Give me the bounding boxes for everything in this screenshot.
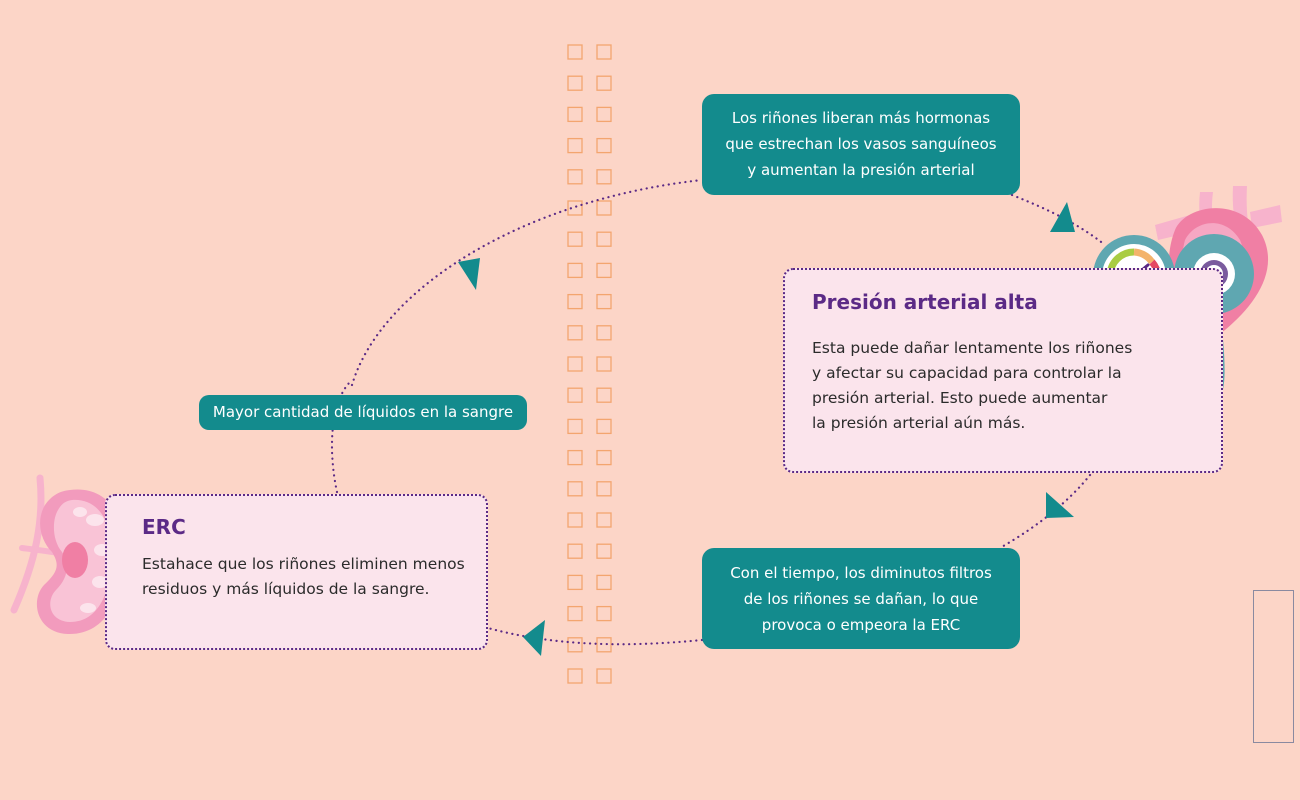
node-text-line: de los riñones se dañan, lo que xyxy=(743,590,979,608)
decorative-square xyxy=(567,449,583,466)
connector-fluids-to-hormones xyxy=(350,178,704,387)
decorative-square xyxy=(567,512,583,528)
decorative-square xyxy=(567,325,583,341)
decorative-square-grid xyxy=(567,44,612,684)
decorative-square xyxy=(567,356,583,372)
decorative-square xyxy=(596,637,612,653)
decorative-square xyxy=(596,356,612,372)
decorative-square xyxy=(567,418,583,435)
decorative-square xyxy=(567,169,583,185)
node-text-line: y afectar su capacidad para controlar la xyxy=(812,364,1122,382)
connector-pressure-to-filters xyxy=(998,473,1092,550)
decorative-square xyxy=(596,169,612,185)
decorative-square xyxy=(567,262,583,279)
node-text-line: residuos y más líquidos de la sangre. xyxy=(142,580,430,598)
decorative-square xyxy=(567,137,583,154)
node-text-line: presión arterial. Esto puede aumentar xyxy=(812,389,1108,407)
node-hormones: Los riñones liberan más hormonas que est… xyxy=(702,94,1020,195)
node-label: Mayor cantidad de líquidos en la sangre xyxy=(212,403,514,421)
decorative-square xyxy=(596,512,612,528)
node-text-line: y aumentan la presión arterial xyxy=(747,161,975,179)
node-text-line: que estrechan los vasos sanguíneos xyxy=(725,135,997,153)
decorative-square xyxy=(596,574,612,591)
decorative-square xyxy=(567,605,583,622)
node-title: Presión arterial alta xyxy=(812,290,1038,314)
triangle-arrow-icon xyxy=(523,620,545,656)
node-title: ERC xyxy=(142,515,186,539)
decorative-square xyxy=(596,668,612,684)
decorative-square xyxy=(567,200,583,216)
node-filters-damaged: Con el tiempo, los diminutos filtros de … xyxy=(702,548,1020,649)
decorative-square xyxy=(567,293,583,310)
decorative-square xyxy=(567,387,583,403)
decorative-square xyxy=(567,543,583,559)
node-text-line: Con el tiempo, los diminutos filtros xyxy=(730,564,992,582)
connector-filters-to-erc xyxy=(486,626,704,646)
decorative-square xyxy=(596,449,612,466)
decorative-square xyxy=(596,418,612,435)
node-text-line: Esta puede dañar lentamente los riñones xyxy=(812,339,1133,357)
decorative-square xyxy=(596,262,612,279)
decorative-square xyxy=(567,668,583,684)
node-more-fluids: Mayor cantidad de líquidos en la sangre xyxy=(199,395,527,430)
decorative-square xyxy=(596,481,612,497)
node-erc: ERC Estahace que los riñones eliminen me… xyxy=(105,494,488,650)
arrowheads xyxy=(458,202,1075,656)
node-high-blood-pressure: Presión arterial alta Esta puede dañar l… xyxy=(783,268,1223,473)
node-text-line: provoca o empeora la ERC xyxy=(761,616,961,634)
decorative-square xyxy=(596,325,612,341)
decorative-square xyxy=(567,44,583,60)
triangle-arrow-icon xyxy=(458,258,480,290)
decorative-square xyxy=(596,293,612,310)
node-text-line: Los riñones liberan más hormonas xyxy=(731,109,991,127)
connector-erc-to-fluids xyxy=(330,378,354,494)
node-text-line: Estahace que los riñones eliminen menos xyxy=(142,555,465,573)
decorative-square xyxy=(596,44,612,60)
decorative-square xyxy=(596,106,612,123)
decorative-square xyxy=(567,106,583,123)
decorative-square xyxy=(596,137,612,154)
decorative-square xyxy=(567,231,583,247)
decorative-outline-box xyxy=(1253,590,1294,743)
decorative-square xyxy=(596,605,612,622)
decorative-square xyxy=(596,231,612,247)
triangle-arrow-icon xyxy=(1046,492,1074,518)
decorative-square xyxy=(596,75,612,91)
node-text-line: la presión arterial aún más. xyxy=(812,414,1026,432)
decorative-square xyxy=(567,574,583,591)
decorative-square xyxy=(567,481,583,497)
triangle-arrow-icon xyxy=(1050,202,1075,232)
decorative-square xyxy=(596,387,612,403)
decorative-square xyxy=(567,637,583,653)
decorative-square xyxy=(596,543,612,559)
decorative-square xyxy=(596,200,612,216)
decorative-square xyxy=(567,75,583,91)
kidney-icon xyxy=(10,474,125,635)
